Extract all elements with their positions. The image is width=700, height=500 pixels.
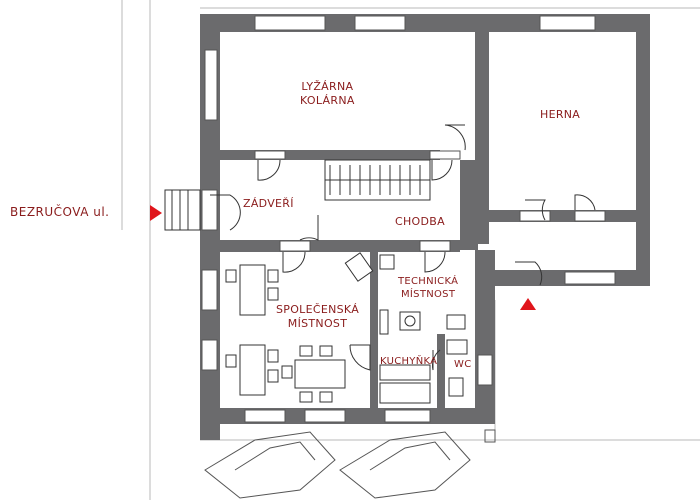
door-swings <box>210 124 596 371</box>
street-entrance-marker <box>150 205 162 221</box>
room-label-common-room: SPOLEČENSKÁ MÍSTNOST <box>276 303 359 331</box>
technical-room-line1: TECHNICKÁ <box>398 276 459 287</box>
room-label-wc: WC <box>454 359 472 370</box>
room-label-corridor: CHODBA <box>395 215 445 228</box>
staircase <box>324 159 431 201</box>
post <box>484 429 496 443</box>
side-entrance-marker <box>520 298 536 310</box>
common-room-line2: MÍSTNOST <box>287 316 348 330</box>
room-label-technical-room: TECHNICKÁ MÍSTNOST <box>398 276 458 301</box>
parked-cars <box>204 431 471 499</box>
room-label-ski-room: LYŽÁRNA KOLÁRNA <box>300 80 355 108</box>
ski-room-line1: LYŽÁRNA <box>301 80 354 93</box>
room-label-vestibule: ZÁDVEŘÍ <box>243 197 294 210</box>
openings <box>201 15 616 423</box>
ski-room-line2: KOLÁRNA <box>300 93 355 107</box>
furniture <box>225 252 468 404</box>
common-room-line1: SPOLEČENSKÁ <box>276 303 360 316</box>
technical-room-line2: MÍSTNOST <box>401 288 456 300</box>
room-label-kitchenette: KUCHYŇKA <box>380 356 438 367</box>
room-label-playroom: HERNA <box>540 108 581 121</box>
street-name-label: BEZRUČOVA ul. <box>10 205 110 219</box>
entrance-steps <box>164 189 201 231</box>
